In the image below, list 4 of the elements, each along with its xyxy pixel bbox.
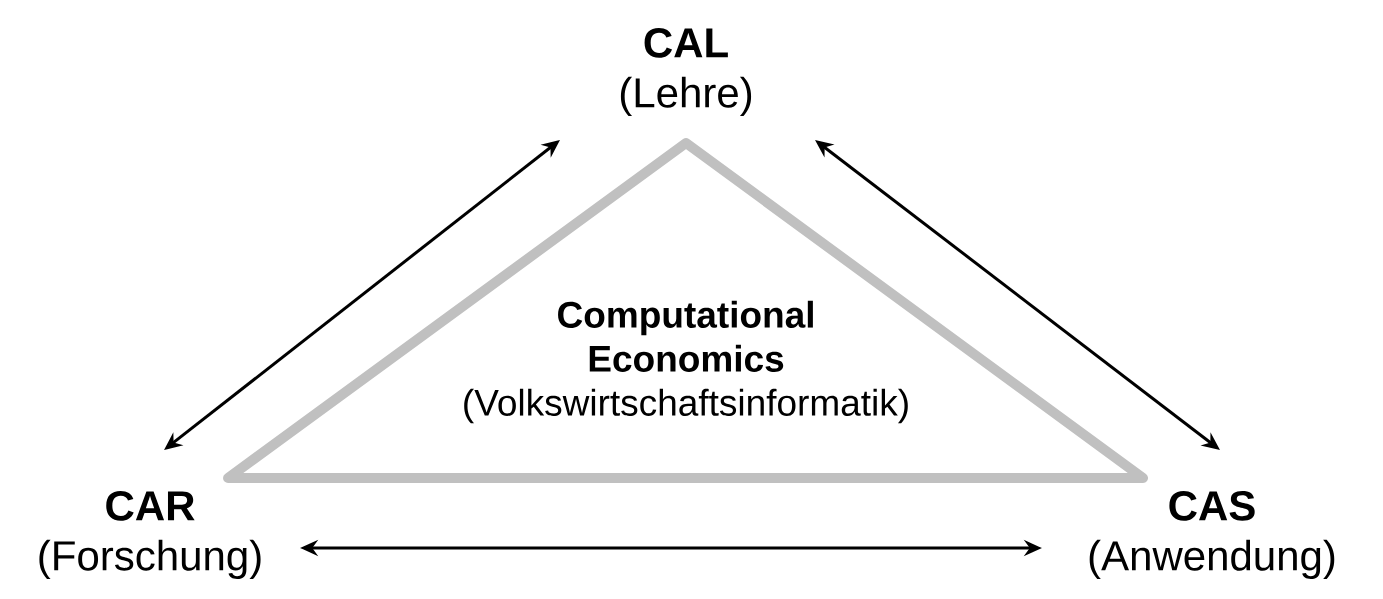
node-label: CAL (Lehre) xyxy=(620,28,752,116)
node-label: CAS (Anwendung) xyxy=(1089,491,1335,579)
triangle: Computational Economics (Volkswirtschaftsinformatik) xyxy=(223,138,1148,483)
node-label: CAR (Forschung) xyxy=(39,491,261,579)
